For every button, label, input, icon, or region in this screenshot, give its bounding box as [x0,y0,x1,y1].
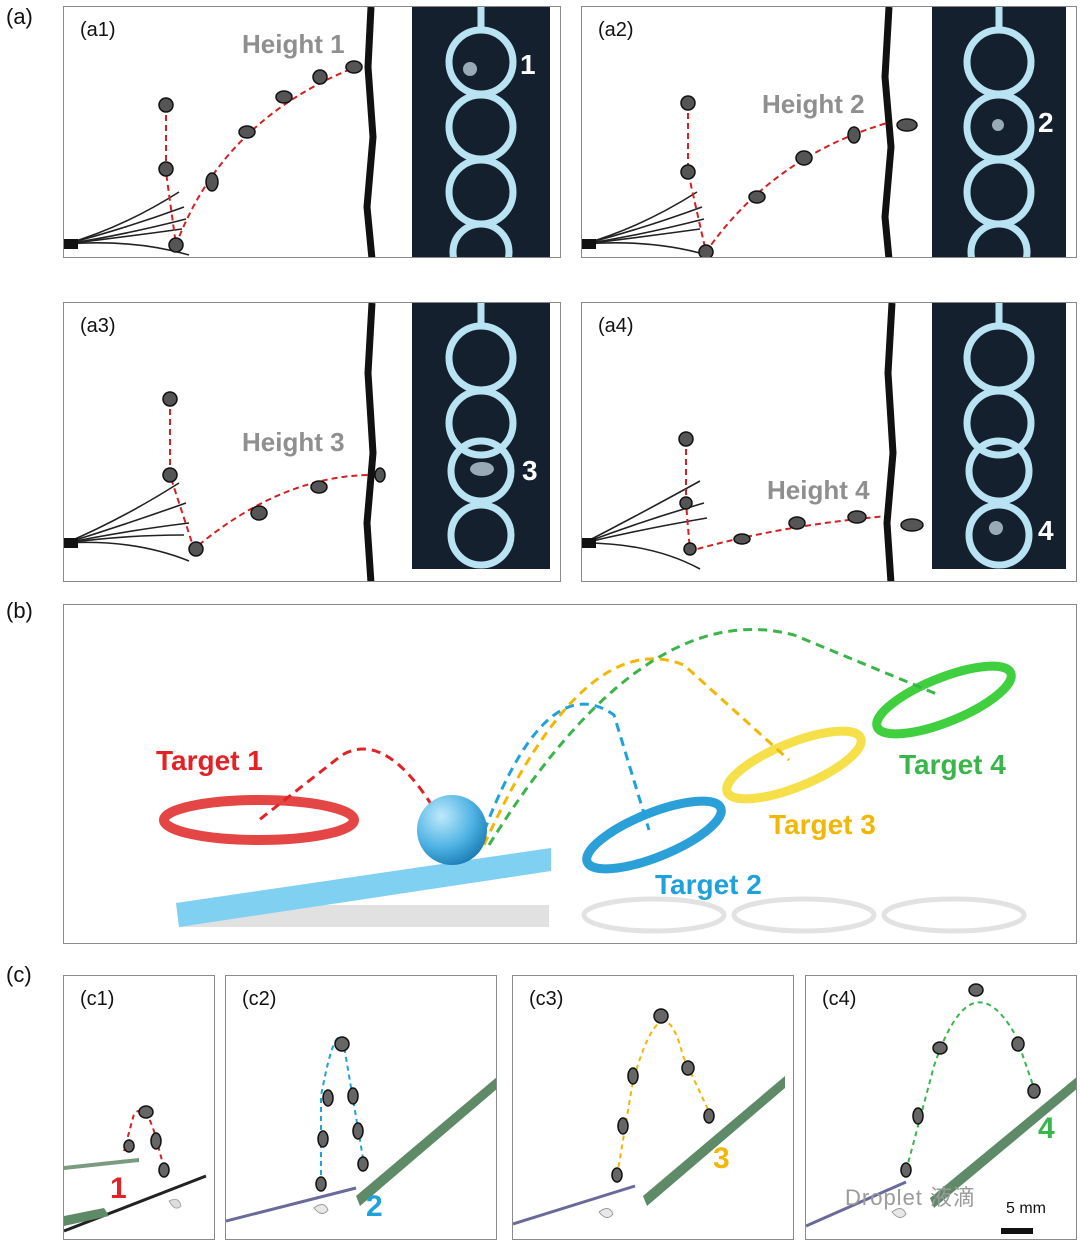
ring-stack-image [445,303,517,569]
schematic-drawing [159,627,1027,934]
height-label: Height 4 [767,475,870,505]
height-label: Height 1 [242,29,345,59]
schematic-panel-b: Target 1 Target 2 Target 3 Target 4 [63,604,1077,944]
trajectory-photo [226,1036,496,1223]
trajectory-number: 3 [713,1142,730,1175]
panel-c-label: (c) [6,962,32,987]
target-1-label: Target 1 [156,745,263,776]
target-4-label: Target 4 [899,749,1006,780]
trajectory-drawing [582,303,924,581]
subpanel-c4: (c4) 4 [805,975,1077,1240]
trajectory-photo [513,1008,785,1226]
subpanel-a4: (a4) Height 4 4 [581,302,1077,582]
subpanel-c2: (c2) 2 [225,975,497,1240]
subpanel-a3: (a3) Height 3 3 [63,302,561,582]
subpanel-label: (c4) [822,988,857,1010]
height-label: Height 2 [762,89,865,119]
ring-photo: 4 [932,303,1066,569]
subpanel-label: (c1) [80,988,115,1010]
subpanel-c3: (c3) 3 [512,975,794,1240]
ring-number: 2 [1038,107,1054,138]
subpanel-label: (c2) [242,988,277,1010]
ring-number: 1 [520,49,536,80]
panel-a-label: (a) [6,4,33,29]
ring-number: 4 [1038,515,1054,546]
trajectory-number: 4 [1038,1112,1055,1145]
subpanel-a1: (a1) Height 1 1 [63,6,561,258]
trajectory-drawing [582,7,918,257]
ring-stack-image [963,303,1035,569]
ring-number: 3 [522,455,538,486]
trajectory-drawing [64,303,386,581]
subpanel-label: (a3) [80,315,116,337]
trajectory-number: 2 [366,1190,383,1223]
ring-photo: 2 [932,7,1066,257]
subpanel-label: (a2) [598,19,634,41]
trajectory-drawing [64,7,377,257]
trajectory-number: 1 [110,1172,127,1205]
panel-b-label: (b) [6,598,33,623]
height-label: Height 3 [242,427,345,457]
subpanel-label: (a1) [80,19,116,41]
trajectory-photo [806,983,1076,1234]
scale-bar-label: 5 mm [1006,1200,1046,1217]
ring-photo: 3 [412,303,550,569]
target-3-label: Target 3 [769,809,876,840]
ring-photo: 1 [412,7,550,257]
subpanel-a2: (a2) Height 2 2 [581,6,1077,258]
watermark: Droplet 液滴 [845,1185,977,1210]
subpanel-label: (c3) [529,988,564,1010]
subpanel-label: (a4) [598,315,634,337]
ring-stack-image [963,7,1035,257]
trajectory-photo [64,1105,207,1233]
subpanel-c1: (c1) 1 [63,975,215,1240]
target-2-label: Target 2 [655,869,762,900]
ring-stack-image [445,7,517,257]
